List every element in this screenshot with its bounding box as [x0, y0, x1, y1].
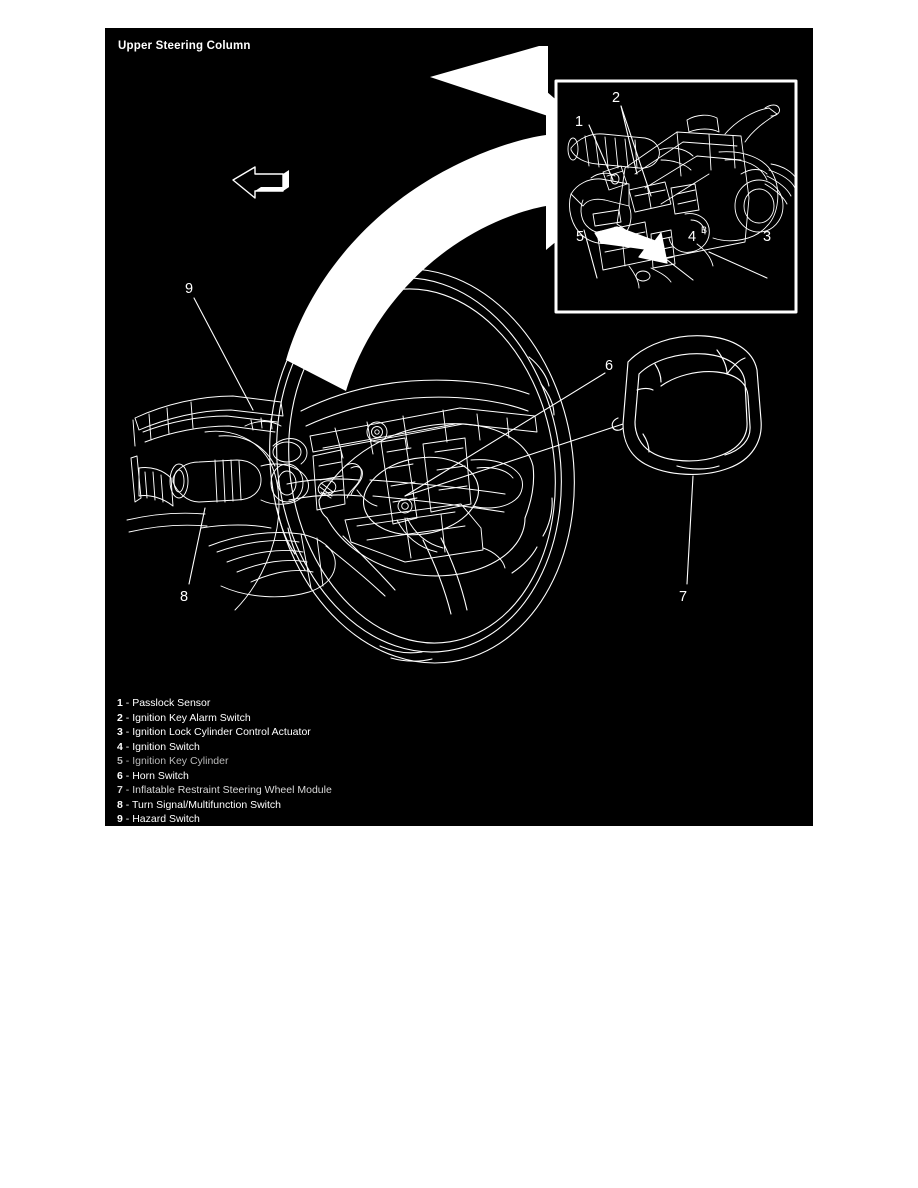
main-callout-8: 8	[180, 589, 188, 605]
legend-number-6: 6	[117, 769, 123, 782]
legend-number-3: 3	[117, 726, 123, 738]
inset-box: B	[554, 79, 798, 314]
legend-dash-5: -	[125, 755, 130, 767]
legend-dash-3: -	[125, 726, 130, 738]
main-callout-6: 6	[605, 358, 613, 374]
legend-text-5: Ignition Key Cylinder	[132, 755, 229, 767]
inset-leader-lines	[583, 105, 768, 281]
legend-item-4: 4 - Ignition Switch	[117, 740, 677, 755]
inset-callout-4: 4	[688, 229, 696, 245]
legend-item-1: 1 - Passlock Sensor	[117, 696, 677, 711]
legend-item-9: 9 - Hazard Switch	[117, 812, 677, 826]
airbag-module	[611, 335, 762, 475]
inset-callout-1: 1	[575, 114, 583, 130]
callout-labels: 2 1 5 4 3 9 8 6 7	[180, 90, 771, 605]
figure-title: Upper Steering Column	[118, 40, 251, 52]
inset-callout-5: 5	[576, 229, 584, 245]
column-mechanism-detail	[309, 407, 538, 569]
legend-dash-1: -	[125, 697, 130, 709]
steering-wheel-rim	[269, 268, 575, 664]
legend-number-7: 7	[117, 784, 123, 796]
legend-item-3: 3 - Ignition Lock Cylinder Control Actua…	[117, 725, 677, 740]
legend-text-9: Hazard Switch	[132, 813, 200, 825]
legend-dash-6: -	[125, 769, 130, 782]
legend-dash-4: -	[125, 740, 130, 753]
orientation-arrow-main	[232, 166, 289, 199]
steering-wheel-spokes	[286, 379, 535, 615]
figure-panel: Upper Steering Column	[105, 28, 813, 826]
legend-text-2: Ignition Key Alarm Switch	[132, 711, 251, 724]
legend-text-4: Ignition Switch	[132, 740, 200, 753]
column-shroud-and-stalk	[126, 395, 336, 611]
legend-item-5: 5 - Ignition Key Cylinder	[117, 754, 677, 769]
legend-dash-2: -	[125, 711, 130, 724]
rotation-arrow	[286, 28, 639, 391]
legend: 1 - Passlock Sensor 2 - Ignition Key Ala…	[117, 696, 677, 826]
main-leader-lines	[188, 297, 694, 585]
legend-number-1: 1	[117, 697, 123, 709]
legend-item-6: 6 - Horn Switch	[117, 769, 677, 784]
legend-number-5: 5	[117, 755, 123, 767]
legend-dash-8: -	[125, 798, 130, 811]
steering-column-illustration: B	[126, 28, 798, 664]
inset-callout-3: 3	[763, 229, 771, 245]
legend-item-8: 8 - Turn Signal/Multifunction Switch	[117, 798, 677, 813]
legend-number-4: 4	[117, 740, 123, 753]
legend-number-9: 9	[117, 813, 123, 825]
main-callout-7: 7	[679, 589, 687, 605]
legend-dash-9: -	[125, 813, 130, 825]
orientation-arrow-inset	[594, 226, 668, 264]
main-callout-9: 9	[185, 281, 193, 297]
legend-number-2: 2	[117, 711, 123, 724]
svg-text:B: B	[701, 225, 707, 235]
legend-text-1: Passlock Sensor	[132, 697, 211, 709]
legend-text-7: Inflatable Restraint Steering Wheel Modu…	[132, 784, 332, 796]
legend-item-7: 7 - Inflatable Restraint Steering Wheel …	[117, 783, 677, 798]
legend-text-8: Turn Signal/Multifunction Switch	[132, 798, 282, 811]
legend-text-3: Ignition Lock Cylinder Control Actuator	[132, 726, 311, 738]
legend-number-8: 8	[117, 798, 123, 811]
inset-callout-2: 2	[612, 90, 620, 106]
legend-text-6: Horn Switch	[132, 769, 189, 782]
legend-item-2: 2 - Ignition Key Alarm Switch	[117, 711, 677, 726]
legend-dash-7: -	[125, 784, 130, 796]
